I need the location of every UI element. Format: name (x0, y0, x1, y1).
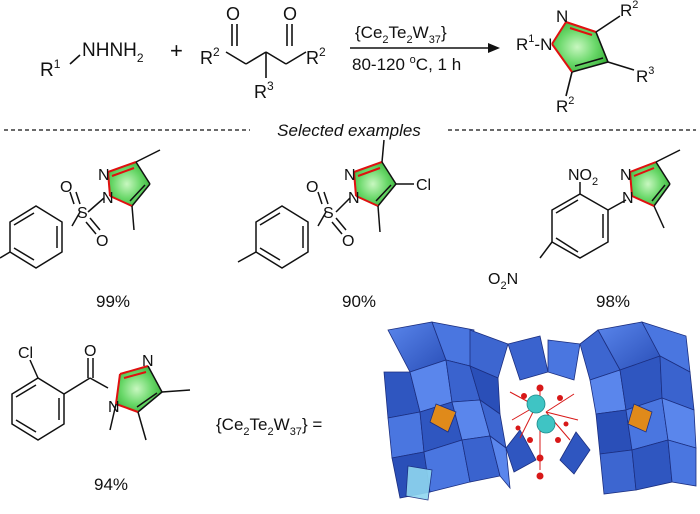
example-3-n1: N (622, 190, 634, 207)
reaction-arrowhead (488, 43, 500, 53)
diketone-oxygen-left: O (226, 4, 240, 24)
example-3-no2-bottom: O2N (488, 271, 518, 292)
example-1-n1: N (102, 190, 114, 207)
example-4-n2: N (142, 353, 154, 370)
example-3-yield: 98% (596, 292, 630, 311)
example-3-no2-top: NO2 (568, 167, 598, 188)
catalyst-label: {Ce2Te2W37} = (216, 415, 322, 438)
product-r1: R1-N (516, 33, 552, 54)
example-1-yield: 99% (96, 292, 130, 311)
example-4-structure (11, 358, 191, 441)
example-1-o-top: O (60, 179, 72, 196)
example-2-o-top: O (306, 179, 318, 196)
product-n-top: N (556, 7, 568, 26)
diketone-r2-left: R2 (200, 45, 220, 68)
example-3-structure (539, 149, 681, 259)
product-r2-top: R2 (620, 0, 638, 20)
example-2-yield: 90% (342, 292, 376, 311)
separator-label: Selected examples (277, 121, 421, 140)
example-1-structure (0, 149, 161, 269)
diketone-structure (225, 24, 307, 78)
example-2-s: S (323, 205, 334, 222)
example-2-n1: N (348, 190, 360, 207)
example-4-cl: Cl (18, 345, 33, 362)
diketone-r2-right: R2 (306, 45, 326, 68)
reaction-conditions: 80-120 oC, 1 h (352, 54, 461, 74)
hydrazine-formula: NHNH2 (82, 40, 144, 65)
polyoxometalate-structure (383, 321, 697, 501)
example-4-yield: 94% (94, 475, 128, 494)
product-r3: R3 (636, 65, 654, 86)
diketone-oxygen-right: O (283, 4, 297, 24)
plus-sign: + (170, 38, 183, 63)
example-2-o-bottom: O (342, 233, 354, 250)
example-4-o: O (84, 343, 96, 360)
example-2-n2: N (344, 167, 356, 184)
catalyst-above-arrow: {Ce2Te2W37} (355, 23, 447, 46)
example-1-n2: N (98, 167, 110, 184)
hydrazine-bond (69, 54, 81, 65)
example-4-n1: N (108, 399, 120, 416)
example-2-cl: Cl (416, 177, 431, 194)
product-pyrazole (551, 15, 635, 97)
diketone-r3: R3 (254, 79, 274, 102)
product-r2-bottom: R2 (556, 95, 574, 116)
example-2-structure (237, 139, 414, 269)
hydrazine-label: R1 (40, 57, 61, 81)
example-1-o-bottom: O (96, 233, 108, 250)
example-3-n2: N (620, 167, 632, 184)
example-1-s: S (77, 205, 88, 222)
